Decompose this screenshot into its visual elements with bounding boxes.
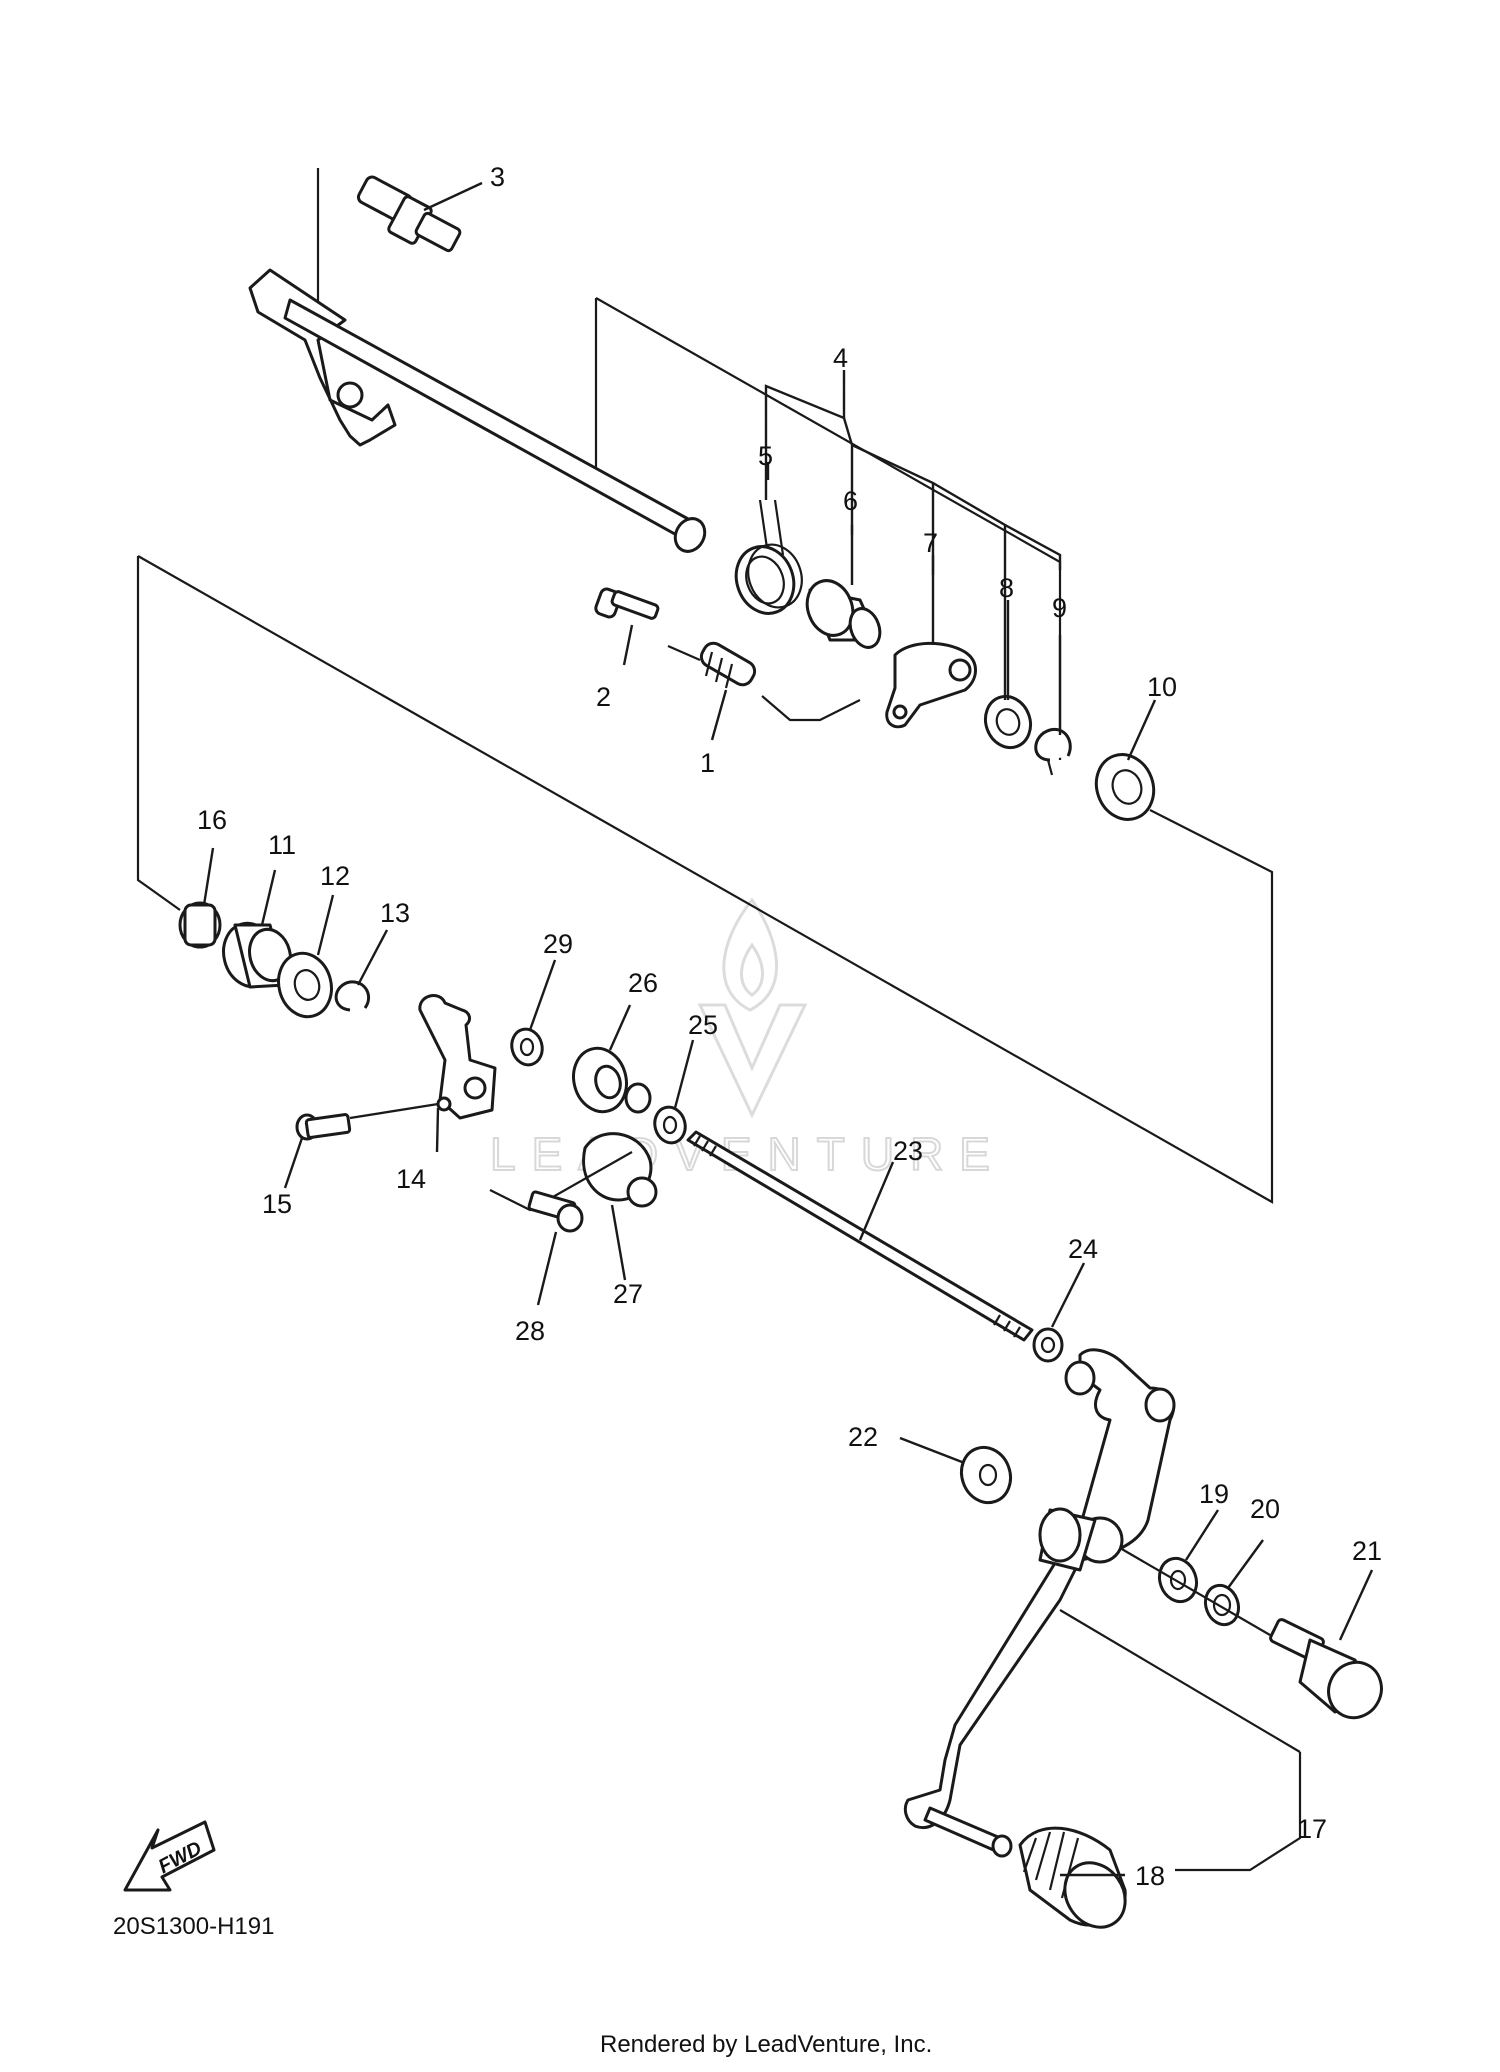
part-24-nut [1032, 1327, 1064, 1363]
callout-2: 2 [596, 682, 611, 712]
part-code: 20S1300-H191 [113, 1913, 274, 1940]
callout-20: 20 [1250, 1494, 1280, 1524]
callout-25: 25 [688, 1010, 718, 1040]
part-16-bearing [178, 901, 222, 949]
part-23-rod [686, 1130, 1034, 1342]
watermark-flame-icon [722, 897, 779, 1012]
part-5-torsion-spring [734, 499, 803, 615]
part-10-washer [1094, 753, 1156, 821]
callout-12: 12 [320, 861, 350, 891]
part-13-circlip [334, 980, 371, 1012]
part-18-pedal-rubber [1018, 1826, 1127, 1929]
callout-13: 13 [380, 898, 410, 928]
part-2-bolt [594, 587, 660, 620]
callout-8: 8 [999, 573, 1014, 603]
fwd-arrow-icon: FWD [123, 1820, 216, 1892]
part-22-washer [959, 1445, 1013, 1505]
callout-9: 9 [1052, 593, 1067, 623]
callout-24: 24 [1068, 1234, 1098, 1264]
callout-7: 7 [923, 528, 938, 558]
callout-14: 14 [396, 1164, 426, 1194]
callout-6: 6 [843, 486, 858, 516]
part-29-washer [510, 1027, 544, 1067]
part-8-washer [983, 694, 1033, 750]
part-11-seal [222, 921, 292, 989]
part-9-circlip [1034, 727, 1072, 776]
callout-10: 10 [1147, 672, 1177, 702]
callout-22: 22 [848, 1422, 878, 1452]
callout-18: 18 [1135, 1861, 1165, 1891]
part-25-nut [653, 1105, 687, 1145]
callouts: 1 2 3 4 5 6 7 8 9 10 11 12 13 14 15 16 1… [197, 162, 1382, 1891]
watermark-v-icon [697, 1003, 808, 1119]
callout-3: 3 [490, 162, 505, 192]
callout-11: 11 [268, 830, 296, 860]
grouping-lines [136, 168, 1302, 1872]
callout-4: 4 [833, 343, 848, 373]
part-6-collar [805, 579, 882, 649]
callout-1: 1 [700, 748, 715, 778]
callout-26: 26 [628, 968, 658, 998]
callout-5: 5 [758, 441, 773, 471]
callout-21: 21 [1352, 1536, 1382, 1566]
shift-shaft [248, 268, 707, 553]
part-3-bolt [356, 175, 462, 253]
part-15-screw [295, 1102, 439, 1141]
part-26-rod-end [572, 1046, 652, 1114]
callout-17: 17 [1297, 1814, 1327, 1844]
callout-19: 19 [1199, 1479, 1229, 1509]
leader-lines [202, 181, 1374, 1877]
callout-28: 28 [515, 1316, 545, 1346]
part-14-lever [418, 994, 497, 1120]
part-17-pedal-arm [903, 1348, 1176, 1858]
callout-16: 16 [197, 805, 227, 835]
part-7-lever [885, 641, 977, 729]
part-19-washer [1157, 1556, 1199, 1604]
callout-29: 29 [543, 929, 573, 959]
part-28-screw [527, 1190, 584, 1233]
callout-27: 27 [613, 1279, 643, 1309]
line-pivot-axis [1119, 1547, 1271, 1636]
part-20-wave-washer [1203, 1583, 1241, 1627]
callout-23: 23 [893, 1136, 923, 1166]
part-12-washer [277, 951, 333, 1019]
footer-text: Rendered by LeadVenture, Inc. [600, 2031, 932, 2058]
part-27-cover [582, 1132, 658, 1208]
callout-15: 15 [262, 1189, 292, 1219]
part-21-pivot-bolt [1269, 1618, 1383, 1720]
part-1-spring [667, 641, 861, 722]
